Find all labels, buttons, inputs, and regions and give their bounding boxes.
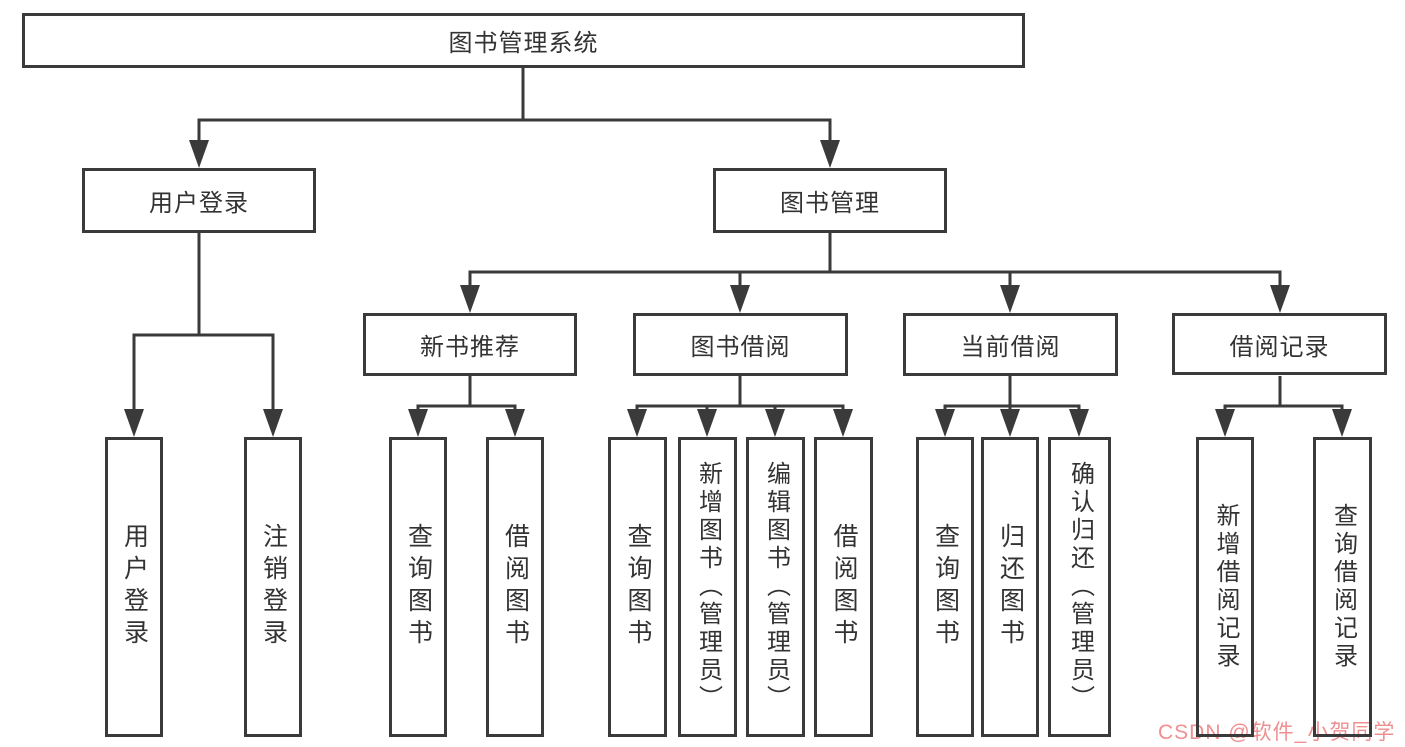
arrow-down-icon: [124, 409, 144, 437]
arrow-down-icon: [820, 140, 840, 168]
leaf-return-books: 归还图书: [981, 437, 1039, 737]
leaf-query-books-current: 查询图书: [916, 437, 974, 737]
leaf-borrow-books-recommend: 借阅图书: [486, 437, 544, 737]
arrow-down-icon: [833, 409, 853, 437]
connector-records-to-leaves: [1215, 376, 1352, 437]
arrow-down-icon: [1000, 285, 1020, 313]
arrow-down-icon: [263, 409, 283, 437]
arrow-down-icon: [765, 409, 785, 437]
leaf-add-borrow-record: 新增借阅记录: [1196, 437, 1254, 737]
connector-newbooks-to-leaves: [408, 376, 525, 437]
arrow-down-icon: [505, 409, 525, 437]
node-borrowing-records: 借阅记录: [1172, 313, 1387, 375]
connector-root-to-level2: [189, 68, 840, 168]
arrow-down-icon: [1069, 409, 1089, 437]
arrow-down-icon: [730, 285, 750, 313]
connector-userlogin-to-leaves: [124, 233, 283, 437]
leaf-borrow-books: 借阅图书: [814, 437, 873, 737]
arrow-down-icon: [627, 409, 647, 437]
leaf-query-books-recommend: 查询图书: [389, 437, 447, 737]
node-current-borrowing: 当前借阅: [903, 313, 1118, 376]
node-new-book-recommendation: 新书推荐: [363, 313, 577, 376]
leaf-edit-books-admin: 编辑图书（管理员）: [746, 437, 805, 737]
arrow-down-icon: [1215, 409, 1235, 437]
node-book-management: 图书管理: [713, 168, 947, 233]
arrow-down-icon: [460, 285, 480, 313]
arrow-down-icon: [935, 409, 955, 437]
connector-bookborrow-to-leaves: [627, 376, 853, 437]
leaf-logout: 注销登录: [244, 437, 302, 737]
node-library-management-system: 图书管理系统: [22, 13, 1025, 68]
arrow-down-icon: [1270, 285, 1290, 313]
arrow-down-icon: [697, 409, 717, 437]
leaf-query-borrow-record: 查询借阅记录: [1313, 437, 1372, 737]
connector-currentborrow-to-leaves: [935, 376, 1089, 437]
leaf-query-books-borrow: 查询图书: [608, 437, 667, 737]
arrow-down-icon: [1332, 409, 1352, 437]
arrow-down-icon: [408, 409, 428, 437]
leaf-add-books-admin: 新增图书（管理员）: [678, 437, 737, 737]
leaf-confirm-return-admin: 确认归还（管理员）: [1048, 437, 1111, 737]
watermark-text: CSDN @软件_小贺同学: [1158, 721, 1396, 744]
connector-bookmgmt-to-level3: [460, 233, 1290, 313]
node-user-login: 用户登录: [82, 168, 316, 233]
leaf-user-login: 用户登录: [105, 437, 163, 737]
node-book-borrowing: 图书借阅: [633, 313, 848, 376]
arrow-down-icon: [189, 140, 209, 168]
arrow-down-icon: [1000, 409, 1020, 437]
